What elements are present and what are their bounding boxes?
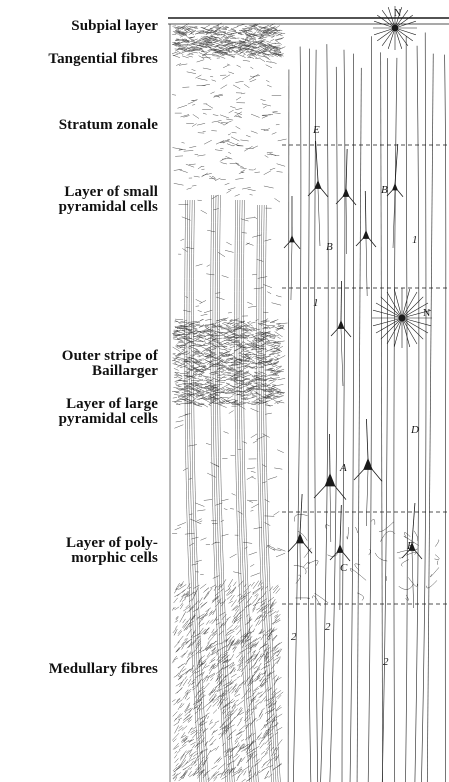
marker-one-a: 1 — [412, 234, 418, 246]
pyramidal-cell-3 — [356, 191, 376, 296]
pyramidal-cell-7 — [314, 434, 346, 542]
marker-b-upper: B — [381, 184, 388, 196]
radial-fibre-bundles — [185, 195, 281, 782]
marker-b-lower: B — [326, 241, 333, 253]
marker-e-upper: E — [312, 124, 320, 136]
marker-c: C — [340, 562, 348, 574]
figure-markers: N E B 1 B 1 N D A E C 2 2 2 — [291, 8, 430, 668]
marker-one-b: 1 — [313, 297, 319, 309]
marker-n-star: N — [423, 308, 430, 319]
marker-d: D — [410, 424, 419, 436]
neuron-stain-column — [282, 6, 449, 782]
marker-n-top: N — [394, 8, 401, 19]
pyramidal-cell-10 — [330, 505, 350, 610]
marker-two-a: 2 — [291, 631, 297, 643]
pyramidal-cell-2 — [336, 149, 356, 254]
pyramidal-cell-8 — [354, 419, 382, 526]
marker-two-b: 2 — [325, 621, 331, 633]
marker-two-c: 2 — [383, 656, 389, 668]
pyramidal-cell-6 — [331, 281, 351, 386]
marker-a: A — [339, 462, 347, 474]
marker-e-lower: E — [406, 540, 414, 552]
pyramidal-cell-4 — [284, 196, 300, 300]
pyramidal-cell-1 — [308, 141, 328, 246]
